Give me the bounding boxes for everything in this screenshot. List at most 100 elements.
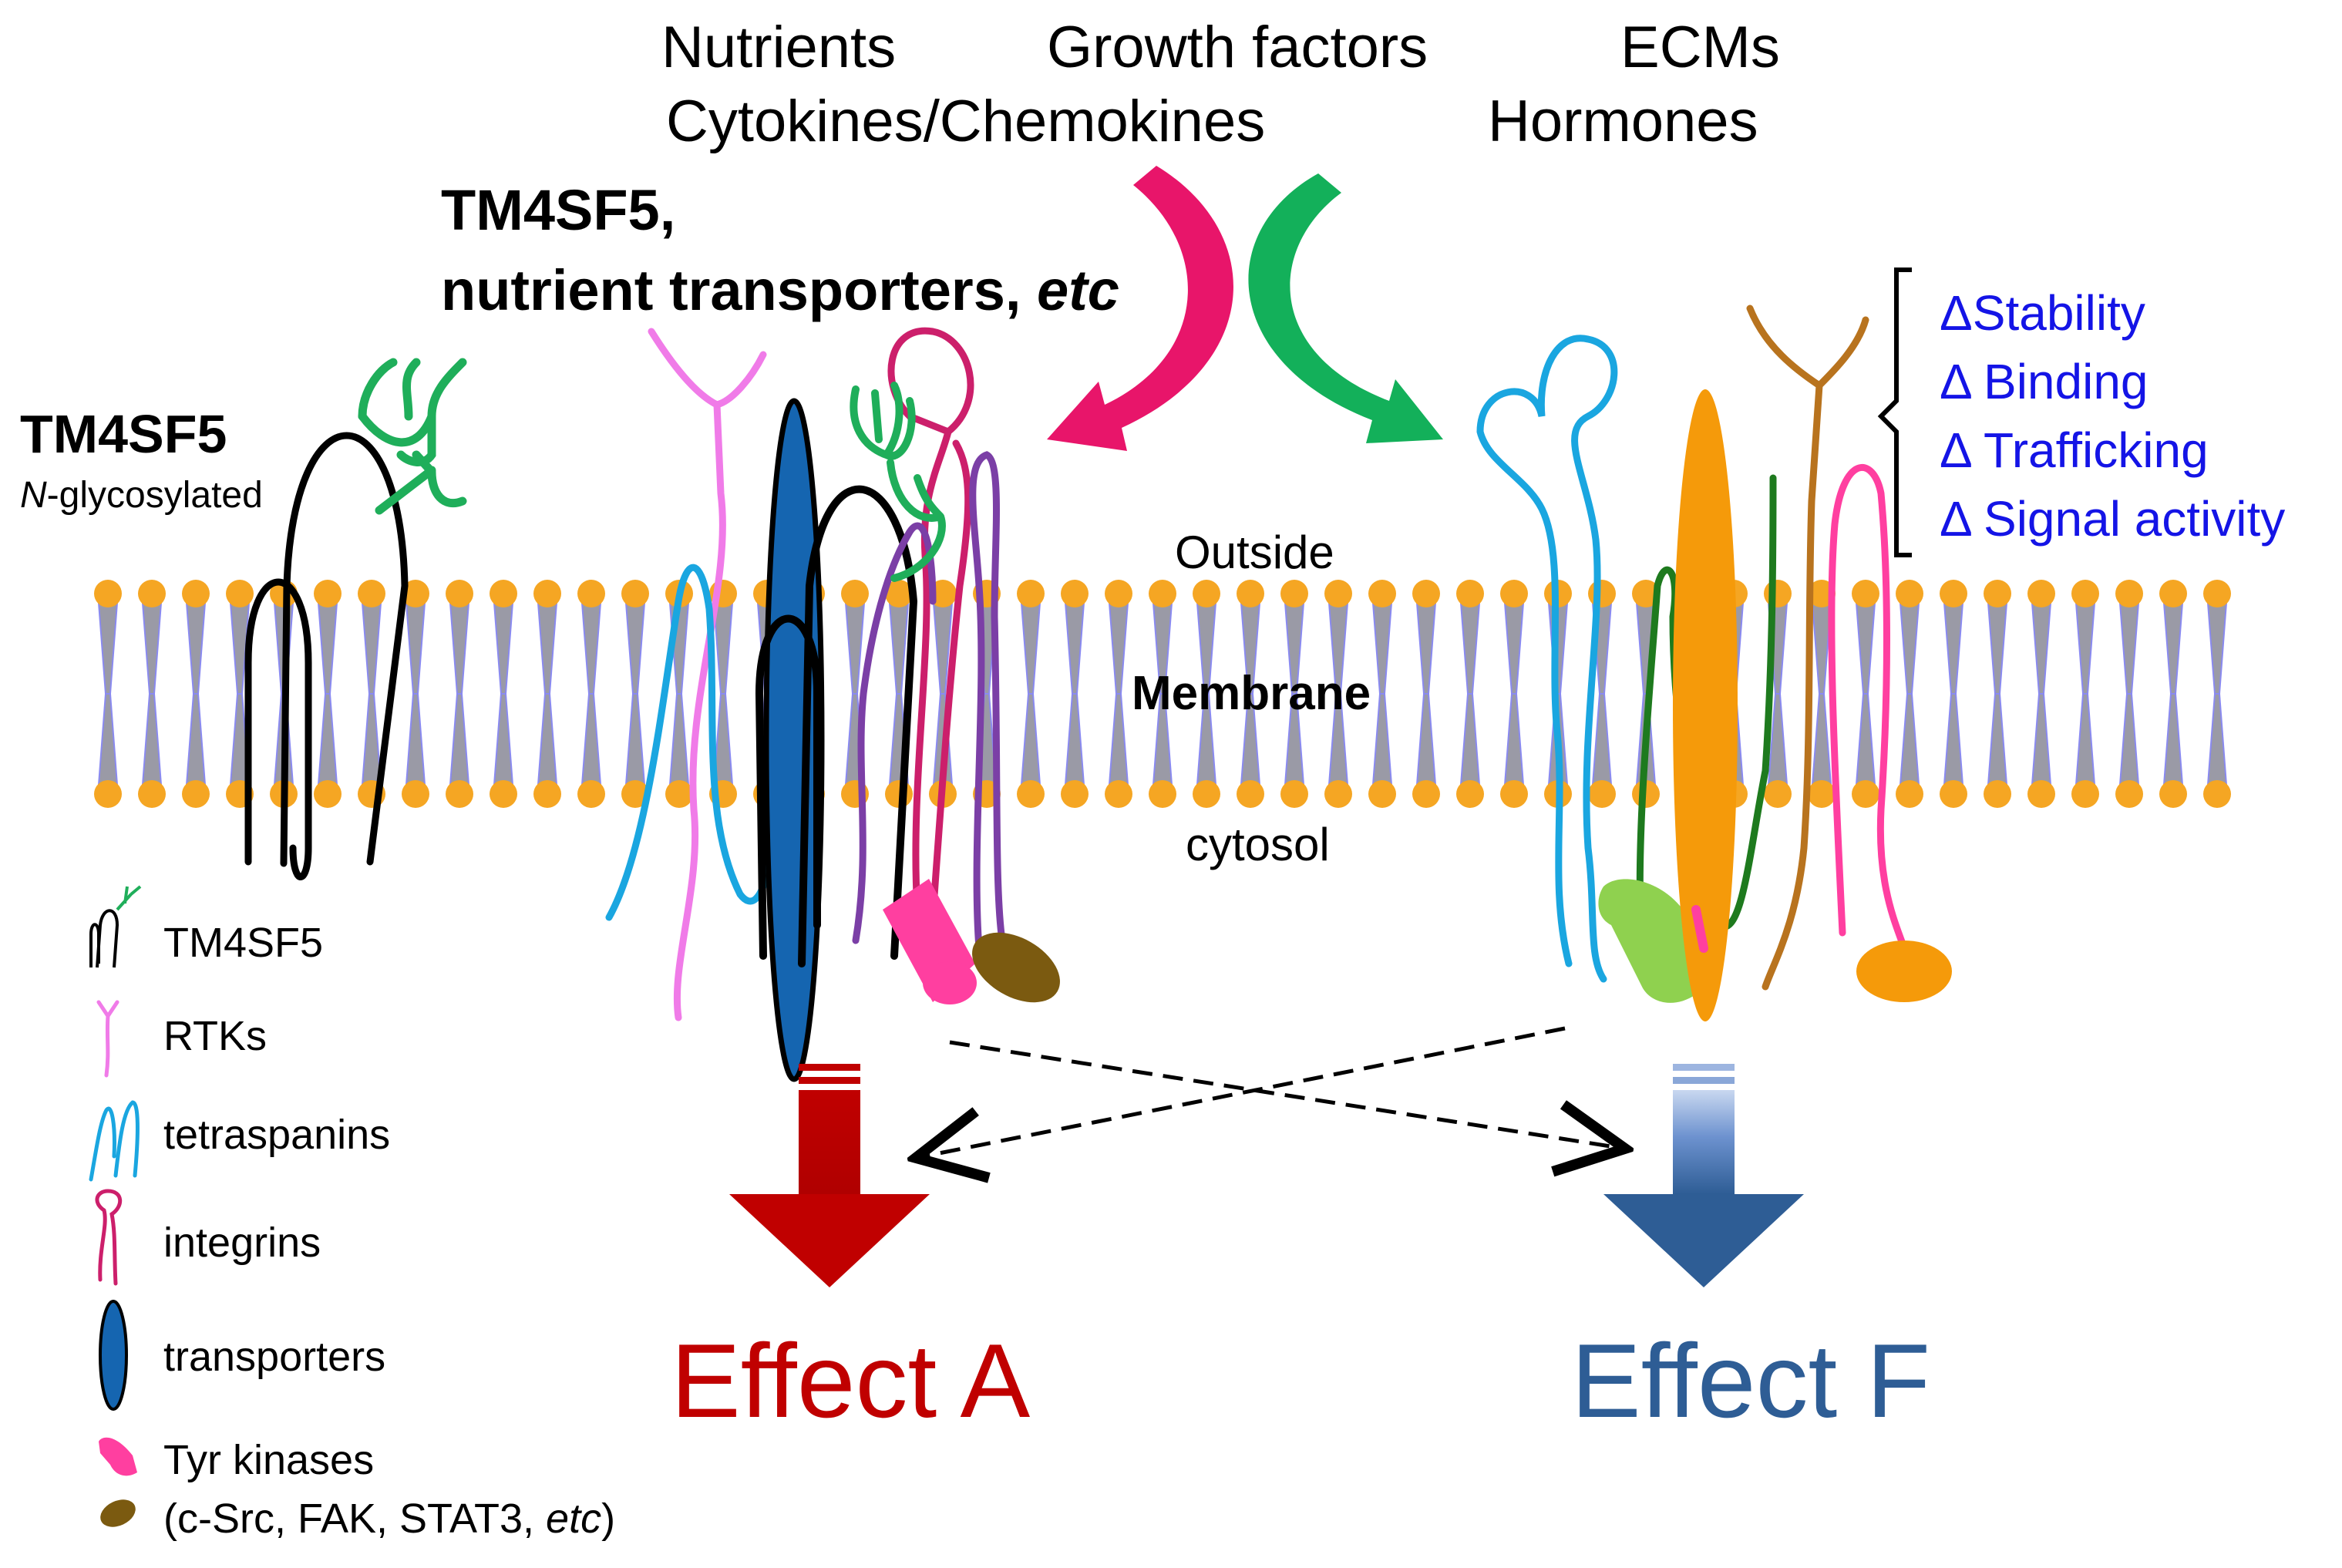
protein-complex-left xyxy=(605,327,1060,1082)
lipid-head-outer xyxy=(2115,580,2143,607)
lipid-head-inner xyxy=(402,780,429,808)
lipid-tail-upper xyxy=(141,602,163,695)
lipid-head-outer xyxy=(1456,580,1484,607)
lipid-tail-upper xyxy=(624,602,646,695)
lipid-tail-lower xyxy=(1811,693,1832,786)
tetraspanin-cyan-right xyxy=(1476,335,1618,983)
lipid-tail-upper xyxy=(1899,602,1920,695)
transporter-orange xyxy=(1673,389,1738,1021)
lipid-tail-upper xyxy=(580,602,602,695)
lipid-tail-lower xyxy=(97,693,119,786)
lipid-tail-lower xyxy=(2118,693,2140,786)
lipid-tail-lower xyxy=(668,693,690,786)
lipid-head-inner xyxy=(490,780,517,808)
legend-transporters: transporters xyxy=(163,1334,385,1380)
lipid-head-outer xyxy=(1017,580,1045,607)
lipid-tail-lower xyxy=(1020,693,1041,786)
lipid-tail-lower xyxy=(2031,693,2052,786)
tm4sf5-protein xyxy=(244,432,409,880)
change-binding: Δ Binding xyxy=(1940,354,2149,409)
lipid-head-outer xyxy=(138,580,166,607)
lipid-head-outer xyxy=(490,580,517,607)
lipid-tail-lower xyxy=(2206,693,2228,786)
lipid-head-inner xyxy=(533,780,561,808)
lipid-tail-upper xyxy=(97,602,119,695)
lipid-head-inner xyxy=(1808,780,1836,808)
lipid-head-outer xyxy=(182,580,210,607)
lipid-tail-upper xyxy=(185,602,207,695)
lipid-tail-upper xyxy=(1503,602,1525,695)
lipid-tail-upper xyxy=(2118,602,2140,695)
green-kinase xyxy=(1598,879,1696,1003)
curly-bracket xyxy=(1877,268,1912,557)
lipid-head-inner xyxy=(2027,780,2055,808)
lipid-tail-upper xyxy=(449,602,470,695)
lipid-tail-lower xyxy=(1943,693,1964,786)
lipid-tail-upper xyxy=(2162,602,2184,695)
lipid-tail-lower xyxy=(1371,693,1393,786)
lipid-tail-lower xyxy=(1591,693,1613,786)
change-signal-activity: Δ Signal activity xyxy=(1940,491,2285,547)
kinase-orange xyxy=(1856,940,1952,1002)
lipid-head-outer xyxy=(621,580,649,607)
lipid-head-inner xyxy=(1896,780,1923,808)
lipid-head-outer xyxy=(1280,580,1308,607)
lipid-head-inner xyxy=(2203,780,2231,808)
lipid-head-inner xyxy=(314,780,342,808)
glycan-tree-left xyxy=(358,358,467,515)
lipid-tail-upper xyxy=(317,602,338,695)
cytosol-label: cytosol xyxy=(1186,819,1330,870)
lipid-head-outer xyxy=(841,580,869,607)
lipid-tail-upper xyxy=(1064,602,1085,695)
lipid-tail-lower xyxy=(537,693,558,786)
crossing-dashed-arrows xyxy=(916,1026,1625,1158)
lipid-tail-lower xyxy=(1987,693,2008,786)
purple-protein xyxy=(852,451,1006,952)
lipid-tail-lower xyxy=(493,693,514,786)
lipid-head-outer xyxy=(885,580,913,607)
lipid-head-outer xyxy=(2203,580,2231,607)
lipid-head-outer xyxy=(1940,580,1967,607)
lipid-head-inner xyxy=(1940,780,1967,808)
lipid-tail-upper xyxy=(2074,602,2096,695)
lipid-head-outer xyxy=(314,580,342,607)
lipid-head-outer xyxy=(358,580,385,607)
legend-icon-integrin xyxy=(95,1189,123,1286)
signal-cytokines-chemokines: Cytokines/Chemokines xyxy=(666,89,1265,154)
legend-icon-transporter xyxy=(99,1300,128,1411)
lipid-head-outer xyxy=(1368,580,1396,607)
lipid-head-outer xyxy=(1237,580,1264,607)
lipid-tail-upper xyxy=(537,602,558,695)
lipid-head-outer xyxy=(533,580,561,607)
lipid-tail-upper xyxy=(1811,602,1832,695)
lipid-head-inner xyxy=(665,780,693,808)
lipid-head-outer xyxy=(1500,580,1528,607)
lipid-tail-lower xyxy=(624,693,646,786)
legend-icon-rtk xyxy=(96,1000,119,1078)
lipid-tail-lower xyxy=(317,693,338,786)
lipid-head-outer xyxy=(577,580,605,607)
lipid-head-inner xyxy=(1280,780,1308,808)
lipid-head-inner xyxy=(621,780,649,808)
lipid-head-outer xyxy=(1193,580,1220,607)
lipid-tail-lower xyxy=(2162,693,2184,786)
change-trafficking: Δ Trafficking xyxy=(1940,422,2209,478)
lipid-head-inner xyxy=(2159,780,2187,808)
lipid-head-outer xyxy=(94,580,122,607)
change-list: ΔStability Δ Binding Δ Trafficking Δ Sig… xyxy=(1940,285,2285,547)
lipid-tail-lower xyxy=(1459,693,1481,786)
lipid-tail-upper xyxy=(2206,602,2228,695)
lipid-tail-upper xyxy=(1371,602,1393,695)
legend-icon-tetraspanin xyxy=(89,1100,140,1182)
lipid-head-outer xyxy=(226,580,254,607)
legend-tyr-kinases: Tyr kinases xyxy=(163,1437,374,1483)
tyr-kinase-pink-end xyxy=(923,961,977,1004)
lipid-head-outer xyxy=(402,580,429,607)
lipid-tail-lower xyxy=(1064,693,1085,786)
lipid-head-outer xyxy=(1852,580,1879,607)
outside-label: Outside xyxy=(1175,527,1334,578)
signal-hormones: Hormones xyxy=(1488,89,1758,154)
legend-icon-tm4sf5 xyxy=(89,885,142,968)
lipid-tail-lower xyxy=(1855,693,1876,786)
lipid-head-inner xyxy=(2115,780,2143,808)
